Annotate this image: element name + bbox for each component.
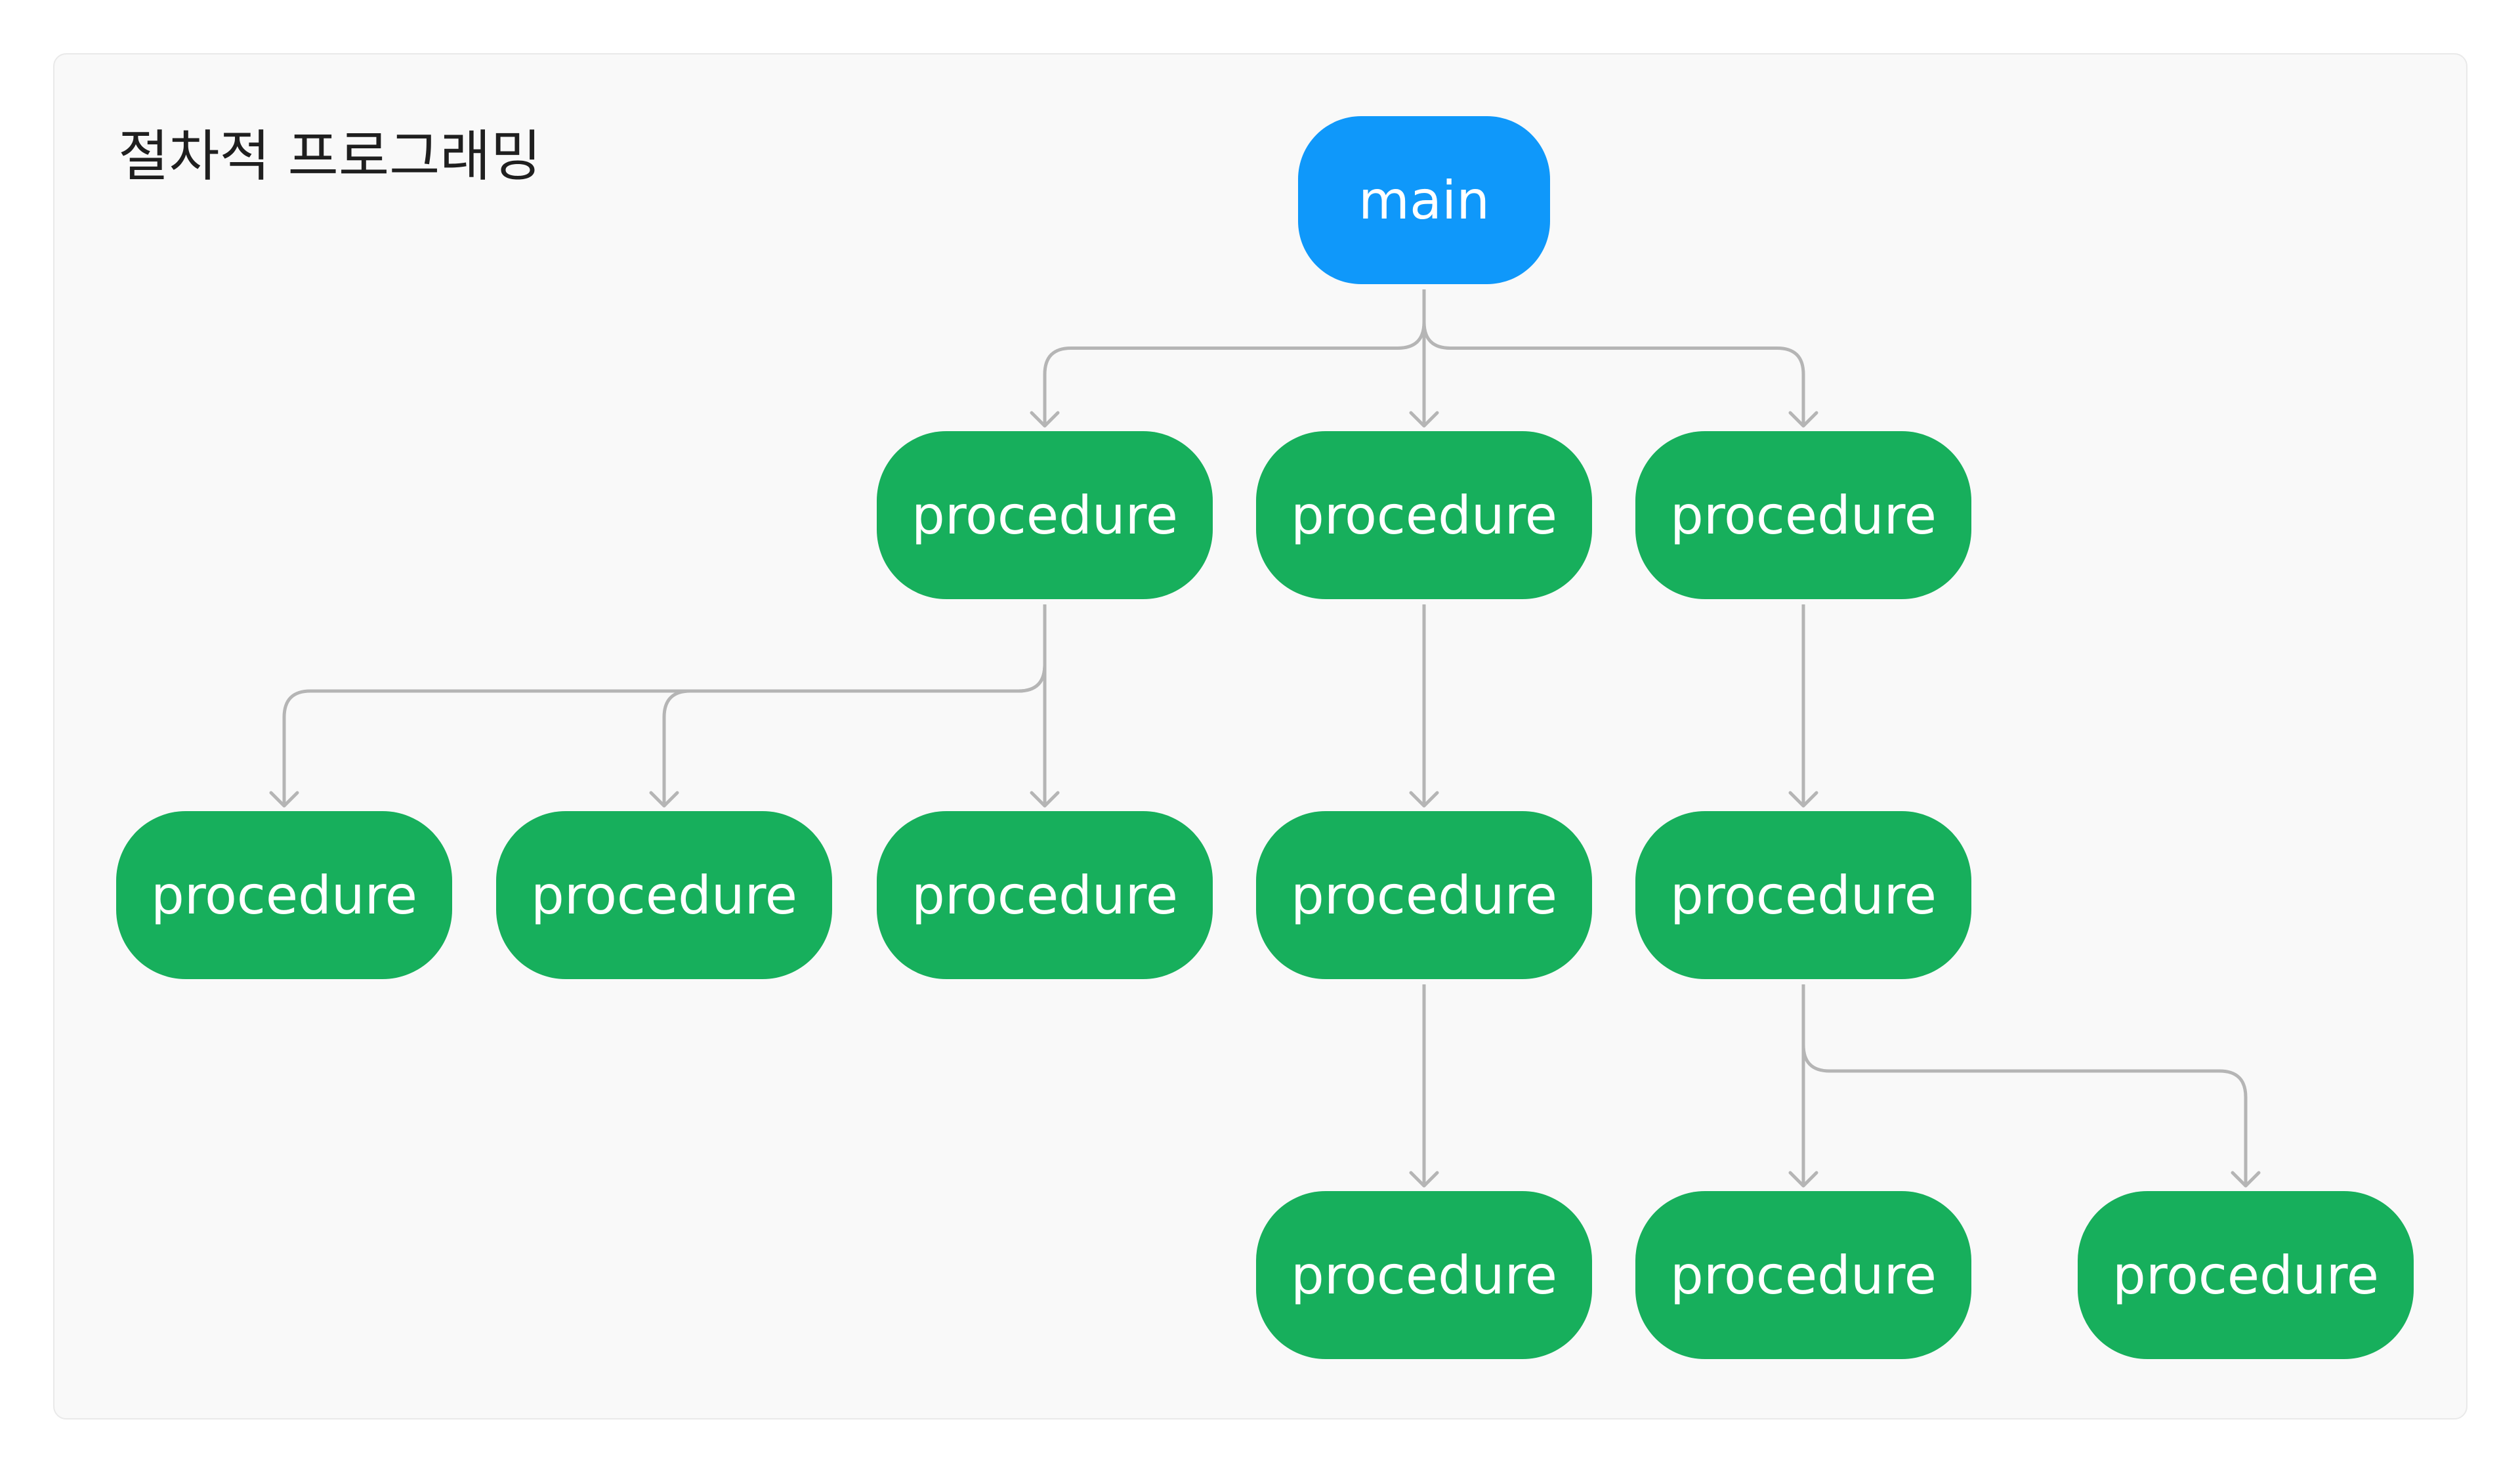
diagram-title: 절차적 프로그래밍 (118, 124, 541, 188)
connector-line (1801, 984, 2248, 1186)
procedure-node: procedure (1256, 1191, 1592, 1359)
arrowhead-icon (1788, 791, 1818, 808)
procedure-node: procedure (1256, 811, 1592, 979)
procedure-node: procedure (1256, 431, 1592, 599)
arrowhead-icon (1409, 791, 1439, 808)
connector-line (1422, 289, 1805, 426)
arrowhead-icon (649, 791, 679, 808)
procedure-node: procedure (1635, 811, 1971, 979)
main-node: main (1298, 116, 1550, 284)
arrowhead-icon (1409, 1171, 1439, 1188)
arrowhead-icon (1788, 411, 1818, 428)
procedure-node: procedure (877, 431, 1213, 599)
procedure-node: procedure (116, 811, 452, 979)
arrowhead-icon (1409, 411, 1439, 428)
arrowhead-icon (1788, 1171, 1818, 1188)
arrowhead-icon (1030, 411, 1060, 428)
arrowhead-icon (269, 791, 299, 808)
procedure-node: procedure (2078, 1191, 2414, 1359)
procedure-node: procedure (496, 811, 832, 979)
diagram-panel (53, 53, 2468, 1419)
connector-line (1043, 289, 1426, 426)
arrowhead-icon (2231, 1171, 2261, 1188)
arrowhead-icon (1030, 791, 1060, 808)
procedure-node: procedure (877, 811, 1213, 979)
connector-line (662, 604, 1047, 806)
procedure-node: procedure (1635, 431, 1971, 599)
procedure-node: procedure (1635, 1191, 1971, 1359)
